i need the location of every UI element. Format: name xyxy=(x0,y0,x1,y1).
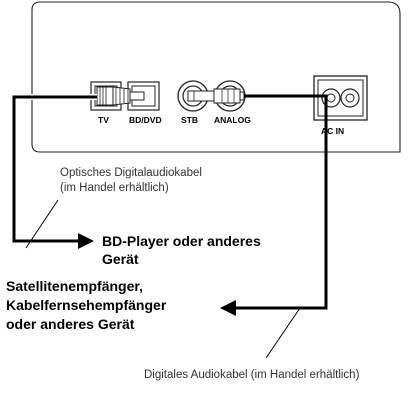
port-label-analog: ANALOG xyxy=(214,115,251,125)
port-label-bd-dvd: BD/DVD xyxy=(129,115,162,125)
digital-audio-cable xyxy=(236,94,328,310)
optical-cable-leader xyxy=(25,199,59,249)
coaxial-plug xyxy=(187,88,245,104)
ac-in-inlet xyxy=(313,75,368,121)
bd-player-label-line2: Gerät xyxy=(102,251,139,267)
stb-device-label-line3: oder anderes Gerät xyxy=(6,316,135,332)
arrow-to-bd-player xyxy=(78,233,94,249)
bd-dvd-optical-port xyxy=(127,81,160,111)
port-label-tv: TV xyxy=(98,115,109,125)
stb-device-label-line1: Satellitenempfänger, xyxy=(6,278,143,294)
arrow-to-stb-device xyxy=(220,300,236,316)
optical-cable-label-line1: Optisches Digitalaudiokabel xyxy=(60,167,202,179)
bd-player-label-line1: BD-Player oder anderes xyxy=(102,233,261,249)
optical-plug xyxy=(96,86,145,106)
digital-cable-label: Digitales Audiokabel (im Handel erhältli… xyxy=(144,369,360,381)
optical-cable-line xyxy=(12,95,97,243)
digital-cable-leader xyxy=(265,307,301,359)
port-label-ac-in: AC IN xyxy=(321,126,344,136)
optical-cable-label-line2: (im Handel erhältlich) xyxy=(60,182,169,194)
device-rear-panel xyxy=(31,1,401,153)
port-label-stb: STB xyxy=(181,115,198,125)
stb-device-label-line2: Kabelfernsehempfänger xyxy=(6,297,167,313)
